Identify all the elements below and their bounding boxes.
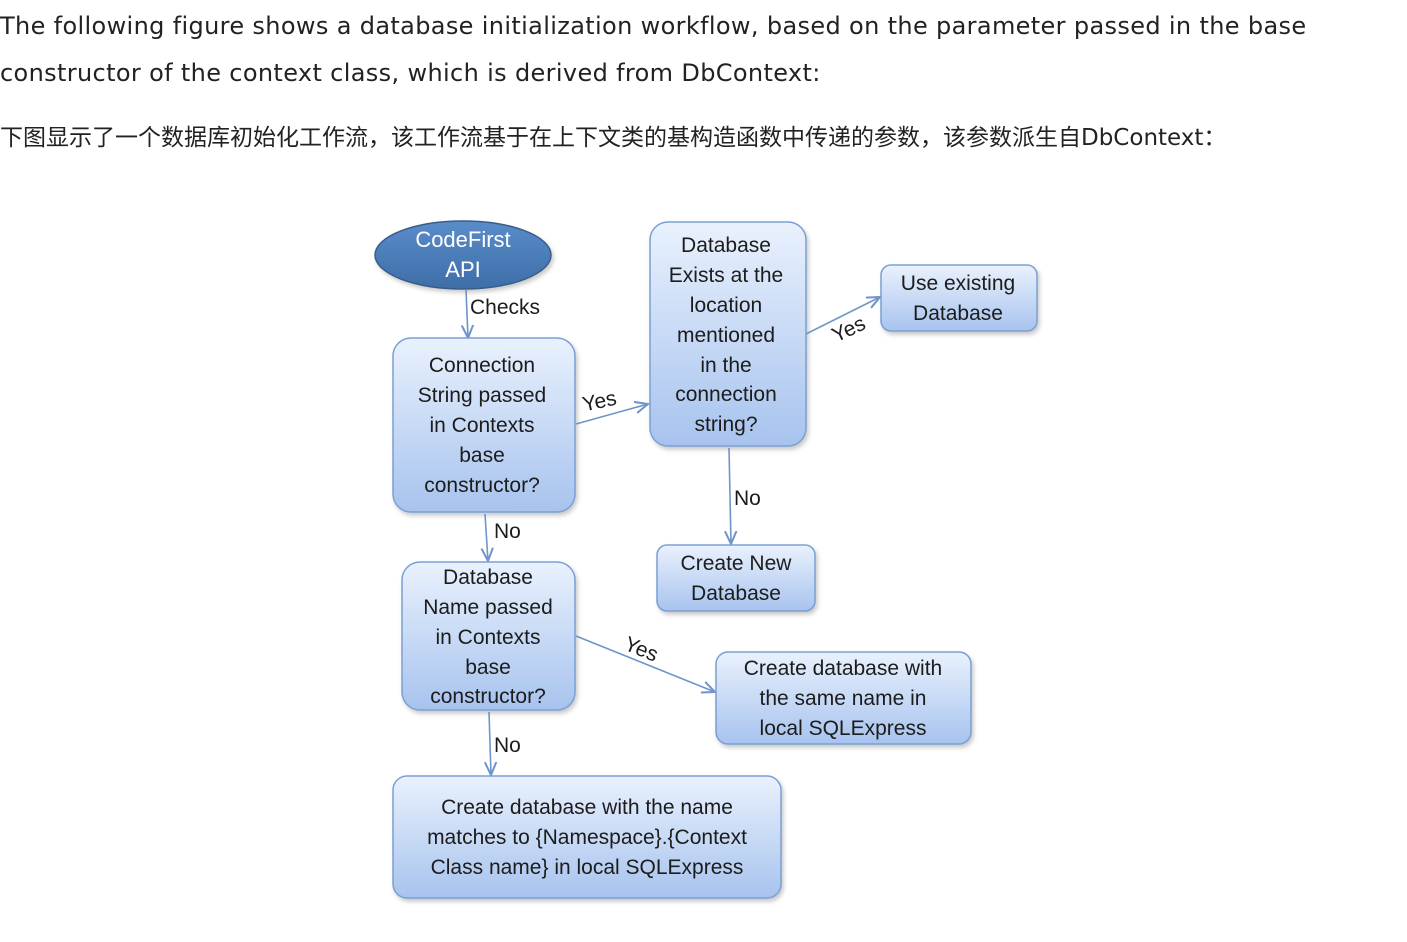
edge-connection-no xyxy=(485,513,488,561)
start-node-codefirst-api: CodeFirst API xyxy=(374,220,552,290)
svg-text:Name passed: Name passed xyxy=(423,596,553,619)
svg-text:mentioned: mentioned xyxy=(677,324,775,347)
edge-connection-yes xyxy=(575,404,648,425)
svg-text:in the: in the xyxy=(700,354,751,377)
svg-text:local SQLExpress: local SQLExpress xyxy=(760,717,927,740)
svg-text:API: API xyxy=(445,257,480,282)
edge-name-yes xyxy=(575,635,715,692)
svg-text:base: base xyxy=(465,656,511,679)
svg-text:Use existing: Use existing xyxy=(901,272,1015,295)
svg-text:the same name in: the same name in xyxy=(760,687,927,710)
edge-start-to-connection xyxy=(466,289,468,338)
svg-text:base: base xyxy=(459,444,505,467)
svg-text:Create database with the name: Create database with the name xyxy=(441,796,733,819)
svg-text:CodeFirst: CodeFirst xyxy=(415,227,510,252)
label-connection-no: No xyxy=(494,520,521,543)
svg-text:Create New: Create New xyxy=(681,552,793,575)
intro-line-1: The following figure shows a database in… xyxy=(0,12,1307,40)
svg-text:Exists at the: Exists at the xyxy=(669,264,783,287)
decision-database-name: Database Name passed in Contexts base co… xyxy=(401,561,576,711)
label-name-yes: Yes xyxy=(621,632,661,666)
svg-text:Database: Database xyxy=(443,566,533,589)
label-connection-yes: Yes xyxy=(580,387,618,417)
decision-database-exists: Database Exists at the location mentione… xyxy=(649,221,807,447)
action-create-namespace-database: Create database with the name matches to… xyxy=(392,775,782,899)
svg-text:Database: Database xyxy=(913,302,1003,325)
svg-text:String passed: String passed xyxy=(418,384,546,407)
decision-connection-string: Connection String passed in Contexts bas… xyxy=(392,337,576,513)
action-use-existing-database: Use existing Database xyxy=(880,264,1038,332)
edge-name-no xyxy=(489,711,491,775)
svg-text:in Contexts: in Contexts xyxy=(429,414,534,437)
label-exists-yes: Yes xyxy=(828,312,869,347)
svg-text:in Contexts: in Contexts xyxy=(435,626,540,649)
intro-line-3-chinese: 下图显示了一个数据库初始化工作流，该工作流基于在上下文类的基构造函数中传递的参数… xyxy=(0,125,1227,151)
svg-text:Database: Database xyxy=(681,234,771,257)
action-create-new-database: Create New Database xyxy=(656,544,816,612)
intro-line-2: constructor of the context class, which … xyxy=(0,59,821,87)
label-exists-no: No xyxy=(734,487,761,510)
svg-text:string?: string? xyxy=(694,413,757,436)
edge-exists-no xyxy=(729,447,731,544)
svg-text:location: location xyxy=(690,294,762,317)
edge-exists-yes xyxy=(805,297,880,335)
svg-text:constructor?: constructor? xyxy=(430,685,546,708)
label-name-no: No xyxy=(494,734,521,757)
svg-text:connection: connection xyxy=(675,383,777,406)
label-checks: Checks xyxy=(470,296,540,319)
svg-text:matches to {Namespace}.{Contex: matches to {Namespace}.{Context xyxy=(427,826,747,849)
svg-text:Class name} in local SQLExpres: Class name} in local SQLExpress xyxy=(431,856,744,879)
action-create-same-name-database: Create database with the same name in lo… xyxy=(715,651,972,745)
svg-text:Database: Database xyxy=(691,582,781,605)
svg-text:Create database with: Create database with xyxy=(744,657,942,680)
svg-text:Connection: Connection xyxy=(429,354,535,377)
svg-text:constructor?: constructor? xyxy=(424,474,540,497)
